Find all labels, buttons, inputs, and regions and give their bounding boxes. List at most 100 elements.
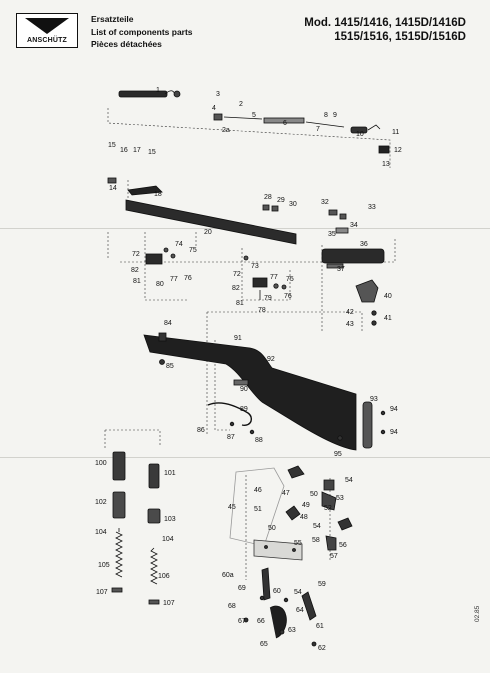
part-label-72a: 72 <box>132 251 140 258</box>
sight-assembly <box>145 247 287 300</box>
part-label-84: 84 <box>164 320 172 327</box>
part-label-54a: 54 <box>345 477 353 484</box>
part-label-91: 91 <box>234 335 242 342</box>
stock-assembly <box>143 332 386 451</box>
part-label-68: 68 <box>228 603 236 610</box>
part-label-2a: 2a <box>222 127 230 134</box>
part-label-76b: 76 <box>284 293 292 300</box>
part-label-15b: 15 <box>148 149 156 156</box>
part-number-labels: 1 2 2a 3 4 5 6 7 8 9 10 11 12 13 14 15 1… <box>95 87 402 652</box>
receiver-assembly <box>107 90 390 196</box>
part-label-60: 60 <box>273 588 281 595</box>
part-label-13: 13 <box>382 161 390 168</box>
part-label-62: 62 <box>318 645 326 652</box>
part-label-85: 85 <box>166 363 174 370</box>
part-label-88: 88 <box>255 437 263 444</box>
part-label-92: 92 <box>267 356 275 363</box>
part-label-54b: 54 <box>313 523 321 530</box>
part-label-93: 93 <box>370 396 378 403</box>
title-french: Pièces détachées <box>91 39 162 49</box>
part-label-72b: 72 <box>233 271 241 278</box>
part-label-67: 67 <box>238 618 246 625</box>
part-label-82b: 82 <box>232 285 240 292</box>
part-label-1: 1 <box>156 87 160 94</box>
part-label-34: 34 <box>350 222 358 229</box>
part-label-42: 42 <box>346 309 354 316</box>
part-label-105: 105 <box>98 562 110 569</box>
part-label-33: 33 <box>368 204 376 211</box>
part-label-5: 5 <box>252 112 256 119</box>
part-label-54c: 54 <box>294 589 302 596</box>
part-label-55: 55 <box>294 540 302 547</box>
part-label-15a: 15 <box>108 142 116 149</box>
model-block: Mod. 1415/1416, 1415D/1416D 1515/1516, 1… <box>304 16 466 44</box>
logo-mark-icon <box>25 18 69 34</box>
part-label-100: 100 <box>95 460 107 467</box>
part-label-48: 48 <box>300 514 308 521</box>
part-label-9: 9 <box>333 112 337 119</box>
logo-text: ANSCHÜTZ <box>26 37 68 44</box>
part-label-45: 45 <box>228 504 236 511</box>
part-label-80: 80 <box>156 281 164 288</box>
trigger-mechanism <box>229 465 353 647</box>
part-label-46: 46 <box>254 487 262 494</box>
part-label-69: 69 <box>238 585 246 592</box>
dashed-guides <box>104 108 396 580</box>
part-label-107a: 107 <box>96 589 108 596</box>
part-label-65: 65 <box>260 641 268 648</box>
part-label-20: 20 <box>204 229 212 236</box>
title-english: List of components parts <box>91 26 193 37</box>
part-label-59: 59 <box>318 581 326 588</box>
part-label-12: 12 <box>394 147 402 154</box>
model-line-2: 1515/1516, 1515D/1516D <box>334 31 466 43</box>
part-label-60a: 60a <box>222 572 234 579</box>
part-label-3: 3 <box>216 91 220 98</box>
part-label-74: 74 <box>175 241 183 248</box>
part-label-106: 106 <box>158 573 170 580</box>
part-label-32: 32 <box>321 199 329 206</box>
part-label-50b: 50 <box>268 525 276 532</box>
part-label-58: 58 <box>312 537 320 544</box>
part-label-77a: 77 <box>170 276 178 283</box>
part-label-37: 37 <box>337 266 345 273</box>
part-label-17: 17 <box>133 147 141 154</box>
part-label-41: 41 <box>384 315 392 322</box>
part-label-90: 90 <box>240 386 248 393</box>
part-label-94a: 94 <box>390 406 398 413</box>
part-label-95: 95 <box>334 451 342 458</box>
part-label-78: 78 <box>258 307 266 314</box>
part-label-102: 102 <box>95 499 107 506</box>
firing-pin-part <box>223 116 263 120</box>
part-label-28: 28 <box>264 194 272 201</box>
part-label-53: 53 <box>336 495 344 502</box>
part-label-49: 49 <box>302 502 310 509</box>
part-label-50a: 50 <box>310 491 318 498</box>
part-label-10: 10 <box>356 131 364 138</box>
part-label-40: 40 <box>384 293 392 300</box>
magazine-assembly <box>111 451 161 605</box>
part-label-104b: 104 <box>162 536 174 543</box>
part-label-51: 51 <box>254 506 262 513</box>
part-label-79: 79 <box>264 295 272 302</box>
part-label-35: 35 <box>328 231 336 238</box>
part-label-56: 56 <box>339 542 347 549</box>
part-label-61: 61 <box>316 623 324 630</box>
document-code: 02.85 <box>474 605 481 622</box>
part-label-75b: 75 <box>286 276 294 283</box>
part-label-66: 66 <box>257 618 265 625</box>
part-label-63: 63 <box>288 627 296 634</box>
part-label-75a: 75 <box>189 247 197 254</box>
trigger-housing-part <box>355 279 379 303</box>
part-label-94b: 94 <box>390 429 398 436</box>
part-label-52: 52 <box>324 505 332 512</box>
part-label-101: 101 <box>164 470 176 477</box>
part-label-11: 11 <box>392 129 399 136</box>
part-label-29: 29 <box>277 197 285 204</box>
part-label-86: 86 <box>197 427 205 434</box>
anschutz-logo: ANSCHÜTZ <box>16 13 78 48</box>
part-label-104a: 104 <box>95 529 107 536</box>
part-label-47: 47 <box>282 490 290 497</box>
part-label-87: 87 <box>227 434 235 441</box>
